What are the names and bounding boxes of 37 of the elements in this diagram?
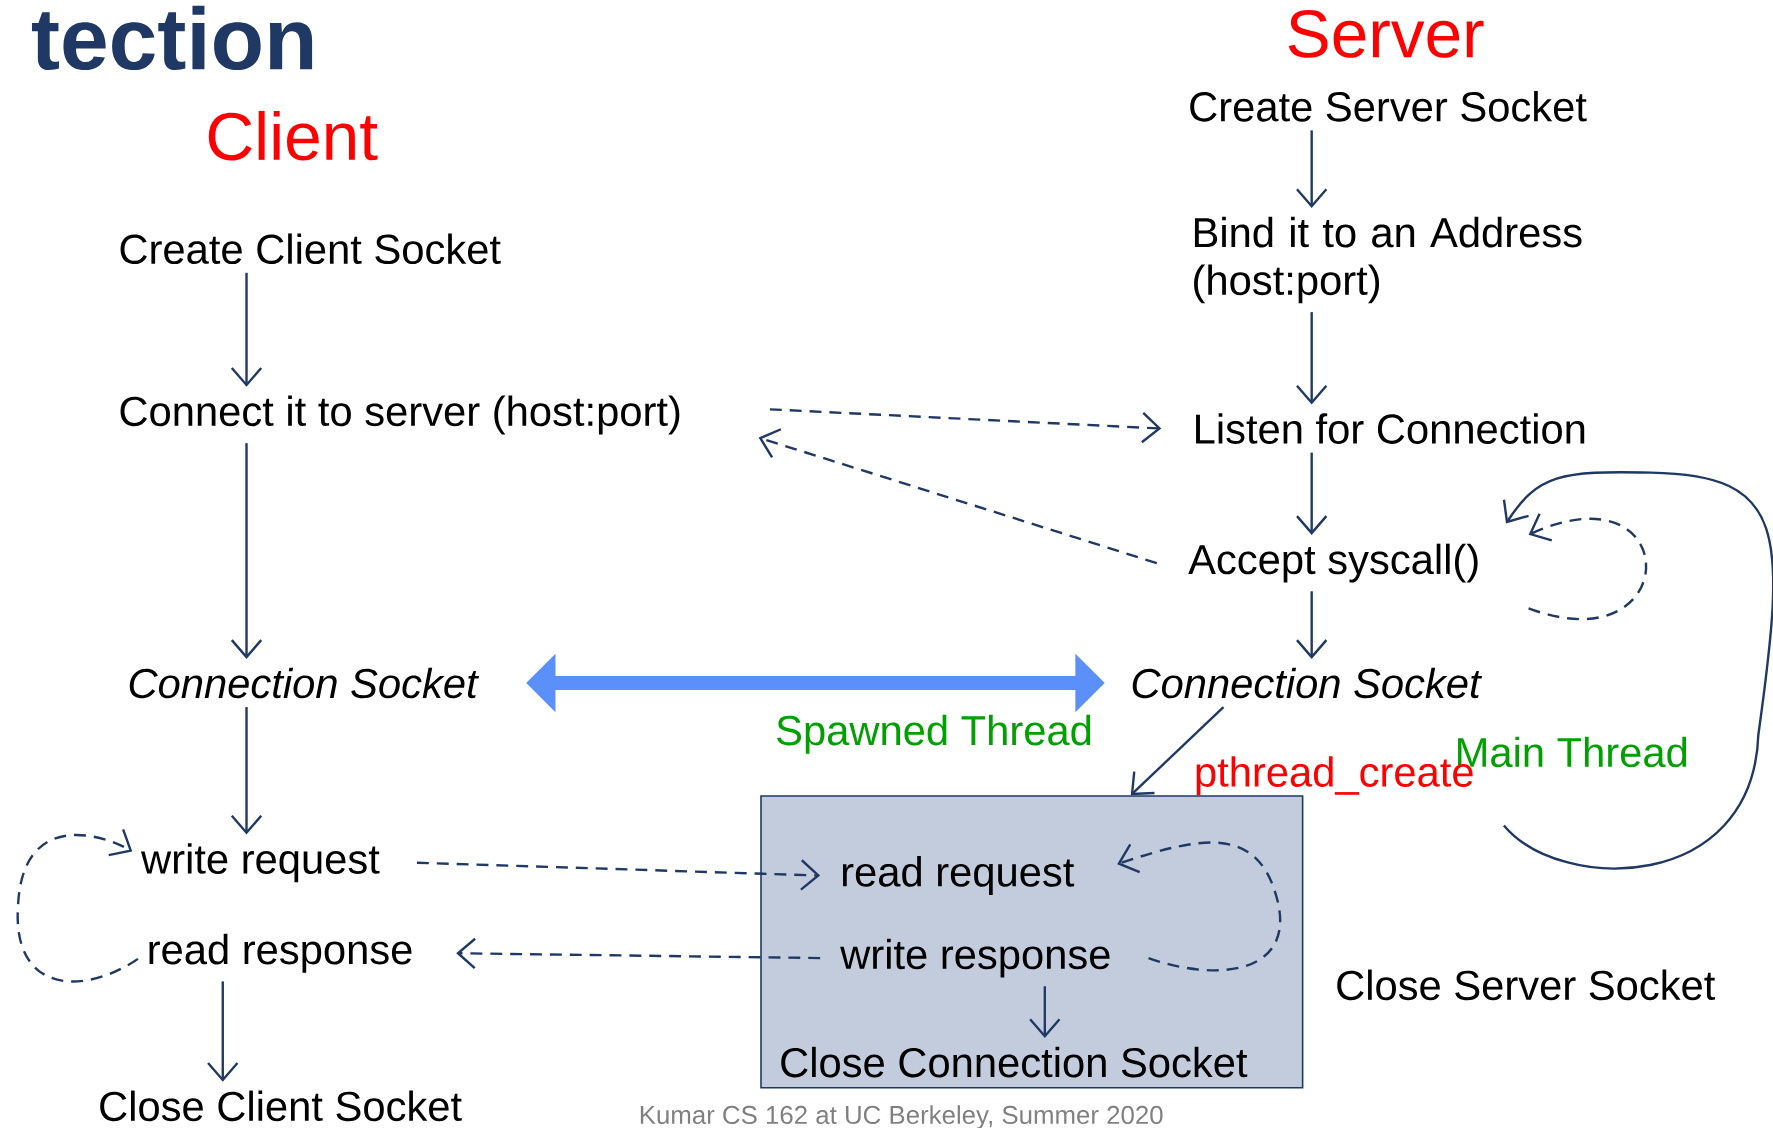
- step-text: Create Server Socket: [1190, 90, 1587, 122]
- column-heading: Client: [208, 110, 378, 161]
- step-text: Close Client Socket: [100, 1090, 462, 1121]
- arrow: [230, 706, 263, 835]
- step-text: Bind it to an Address (host:port): [1194, 216, 1582, 304]
- step-text: Accept syscall(): [1188, 543, 1478, 583]
- step-text: write response: [840, 938, 1110, 978]
- loop-arrow: [16, 828, 139, 983]
- arrow: [1296, 591, 1328, 659]
- step-text: Close Server Socket: [1337, 969, 1716, 1000]
- step-text: read request: [842, 855, 1075, 895]
- loop-arrow: [1528, 512, 1648, 620]
- arrow: [1296, 130, 1328, 208]
- loop-arrow: [1502, 470, 1773, 870]
- arrow: [456, 937, 821, 969]
- socket-label: Connection Socket: [1132, 667, 1483, 699]
- node-label: Spawned Thread: [777, 714, 1091, 754]
- heading-text: tection: [32, 5, 313, 70]
- arrow: [1130, 705, 1225, 795]
- column-heading: Server: [1288, 9, 1484, 58]
- step-text: read response: [149, 933, 412, 973]
- step-text: Close Connection Socket: [781, 1046, 1248, 1078]
- arrow: [207, 981, 239, 1082]
- socket-label: Connection Socket: [129, 667, 480, 699]
- arrow: [769, 407, 1162, 443]
- footer-text: Kumar CS 162 at UC Berkeley, Summer 2020: [640, 1104, 1163, 1128]
- arrow: [1296, 452, 1328, 535]
- step-text: Connect it to server (host:port): [120, 395, 680, 435]
- step-text: Create Client Socket: [120, 233, 501, 264]
- loop-arrow: [1117, 841, 1281, 972]
- arrow: [416, 859, 821, 891]
- arrow: [758, 427, 1158, 564]
- step-text: write request: [141, 843, 380, 882]
- arrow: [230, 272, 263, 387]
- step-text: Listen for Connection: [1196, 413, 1585, 444]
- arrow: [1296, 311, 1328, 405]
- arrow: [230, 442, 263, 659]
